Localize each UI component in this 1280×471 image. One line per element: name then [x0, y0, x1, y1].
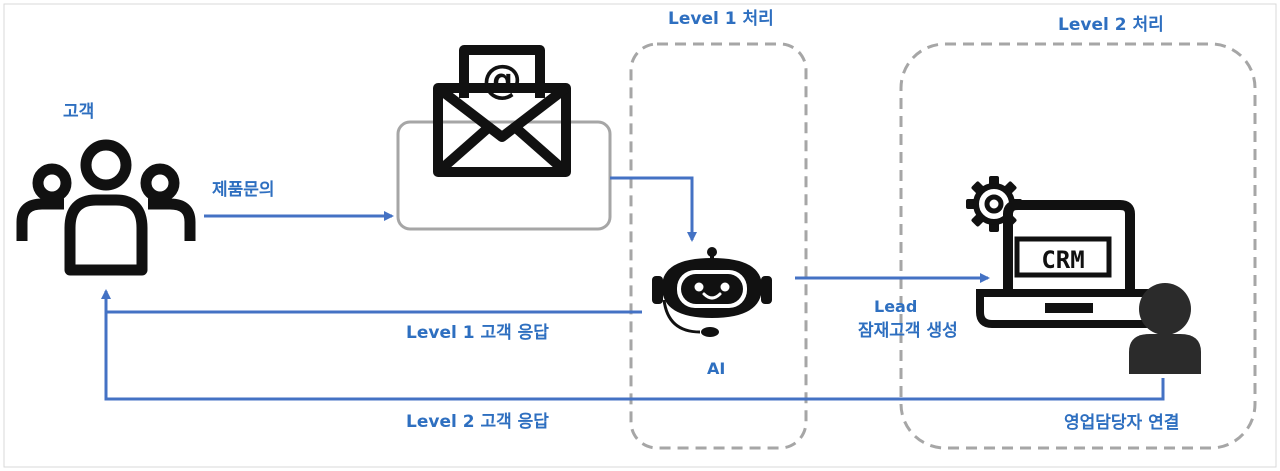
sales-person-icon	[1129, 283, 1201, 374]
customer-label: 고객	[63, 102, 95, 122]
email-at-symbol: @	[482, 57, 522, 103]
outer-frame	[3, 3, 1277, 468]
crm-label: CRM	[1041, 246, 1084, 274]
ai-label: AI	[707, 359, 726, 378]
level2-zone-box	[899, 42, 1257, 450]
lead-sub-label: 잠재고객 생성	[858, 321, 958, 341]
level1-zone-title: Level 1 처리	[668, 9, 774, 29]
level2-zone-title: Level 2 처리	[1058, 15, 1164, 35]
inquiry-label: 제품문의	[212, 180, 275, 200]
level2-reply-line	[104, 310, 1165, 401]
level1-zone-box	[629, 42, 808, 450]
sales-connect-label: 영업담당자 연결	[1064, 413, 1180, 433]
lead-label: Lead	[874, 297, 918, 316]
envelope-icon	[433, 45, 571, 177]
ai-robot-icon	[652, 247, 772, 337]
customer-group-icon	[16, 139, 196, 276]
mail-to-ai-arrow	[610, 176, 697, 242]
level2-reply-label: Level 2 고객 응답	[406, 412, 549, 432]
level1-reply-arrow	[101, 289, 642, 314]
level1-reply-label: Level 1 고객 응답	[406, 323, 549, 343]
